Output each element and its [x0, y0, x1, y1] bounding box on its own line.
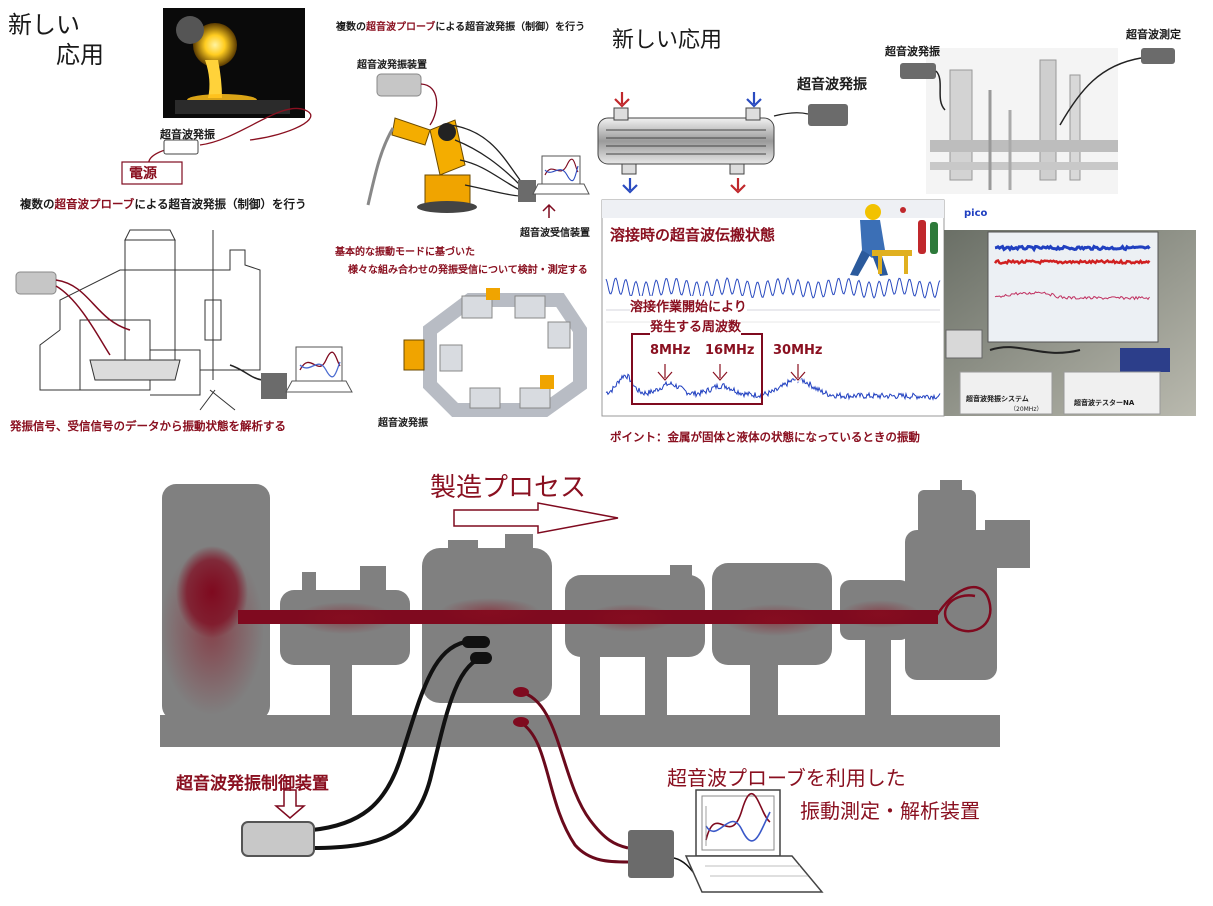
control-cable-1: [311, 640, 466, 832]
up-arrow-receiver: [542, 203, 556, 218]
welder-illustration: [850, 204, 938, 276]
probe-label-line2: 振動測定・解析装置: [800, 799, 980, 823]
title-new-application-left: 新しい 応用: [8, 11, 104, 69]
scope-note-line1: 溶接作業開始により: [630, 296, 747, 315]
refinery-photo: [926, 48, 1118, 194]
scope-heading: 溶接時の超音波伝搬状態: [610, 224, 776, 245]
oscillator-box-heat: [808, 104, 848, 126]
scope-note-line2: 発生する周波数: [650, 316, 742, 335]
receiver-box-machining: [261, 373, 287, 399]
outlet-arrow-blue: [622, 178, 638, 194]
lab-label-2: 超音波テスターNA: [1074, 399, 1135, 407]
probe-cable-1: [519, 690, 629, 850]
down-arrow-control: [273, 789, 307, 819]
caption-top-prefix: 複数の: [336, 22, 366, 33]
down-arrow-30mhz: [790, 364, 806, 381]
power-box: [121, 161, 183, 185]
frequency-spectrum: [605, 373, 941, 401]
caption-top-red: 超音波プローブ: [366, 22, 436, 33]
label-16mhz: 16MHz: [705, 343, 755, 358]
caption-mode-line2: 様々な組み合わせの発振受信について検討・測定する: [348, 265, 588, 276]
inlet-arrow-blue: [746, 92, 762, 108]
label-30mhz: 30MHz: [773, 343, 823, 358]
label-oscillator-top-left: 超音波発振: [160, 128, 215, 141]
label-measurement-plant: 超音波測定: [1126, 28, 1181, 41]
caption-multi-probe-middle: 複数の超音波プローブによる超音波発振（制御）を行う: [336, 18, 585, 33]
label-power: 電源: [129, 166, 157, 182]
pico-logo: pico: [964, 208, 988, 219]
analysis-box: [628, 830, 674, 878]
oscillator-box-top-left: [163, 139, 199, 155]
robot-arm: [366, 117, 477, 213]
process-label: 製造プロセス: [430, 473, 587, 503]
casting-photo: [163, 8, 305, 118]
laptop-robot: [532, 155, 590, 195]
caption-analysis: 発振信号、受信信号のデータから振動状態を解析する: [10, 419, 286, 433]
probe-box-machining: [15, 271, 57, 295]
control-device-label: 超音波発振制御装置: [176, 774, 329, 794]
receiver-box-robot: [518, 180, 536, 202]
point-caption: ポイント：金属が固体と液体の状態になっているときの振動: [610, 430, 920, 444]
title-new-application-right: 新しい応用: [612, 28, 723, 53]
oscillator-box-plant: [900, 63, 936, 79]
analysis-laptop: [684, 789, 824, 893]
probe-label-line1: 超音波プローブを利用した: [667, 766, 906, 790]
caption-multi-red: 超音波プローブ: [54, 197, 135, 211]
oscillation-control-device: [241, 821, 315, 857]
down-arrow-16mhz: [712, 364, 728, 381]
lab-label-1b: （20MHz）: [1010, 406, 1043, 413]
label-oscillator-plant: 超音波発振: [885, 45, 940, 58]
caption-mode-line1: 基本的な振動モードに基づいた: [335, 247, 475, 258]
caption-multi-prefix: 複数の: [20, 197, 55, 211]
label-8mhz: 8MHz: [650, 343, 691, 358]
down-arrow-8mhz: [657, 364, 673, 381]
caption-multi-probe-left: 複数の超音波プローブによる超音波発振（制御）を行う: [20, 196, 306, 212]
label-receiver-device: 超音波受信装置: [520, 228, 590, 239]
oscillator-cable-top-left: [199, 107, 312, 146]
machining-center-drawing: [39, 229, 261, 411]
probe-box-robot: [376, 73, 422, 97]
molten-material: [176, 546, 248, 638]
label-oscillator-heat: 超音波発振: [797, 77, 867, 93]
process-direction-arrow: [453, 502, 619, 534]
lab-photo: [944, 230, 1196, 416]
conveyor-loop: [403, 288, 587, 417]
inlet-arrow-red: [614, 92, 630, 108]
label-oscillator-device: 超音波発振装置: [357, 60, 427, 71]
probe-cable-2: [519, 720, 629, 864]
caption-multi-suffix: による超音波発振（制御）を行う: [134, 197, 307, 211]
outlet-arrow-red: [730, 178, 746, 194]
caption-top-suffix: による超音波発振（制御）を行う: [435, 22, 586, 33]
lab-label-1: 超音波発振システム: [966, 395, 1029, 403]
laptop-machining: [285, 346, 353, 393]
label-oscillator-conveyor: 超音波発振: [378, 418, 428, 429]
time-signal: [605, 277, 941, 299]
material-spiral: [933, 586, 992, 633]
measurement-box-plant: [1141, 48, 1175, 64]
heat-exchanger: [597, 107, 775, 175]
control-cable-2: [311, 655, 486, 850]
